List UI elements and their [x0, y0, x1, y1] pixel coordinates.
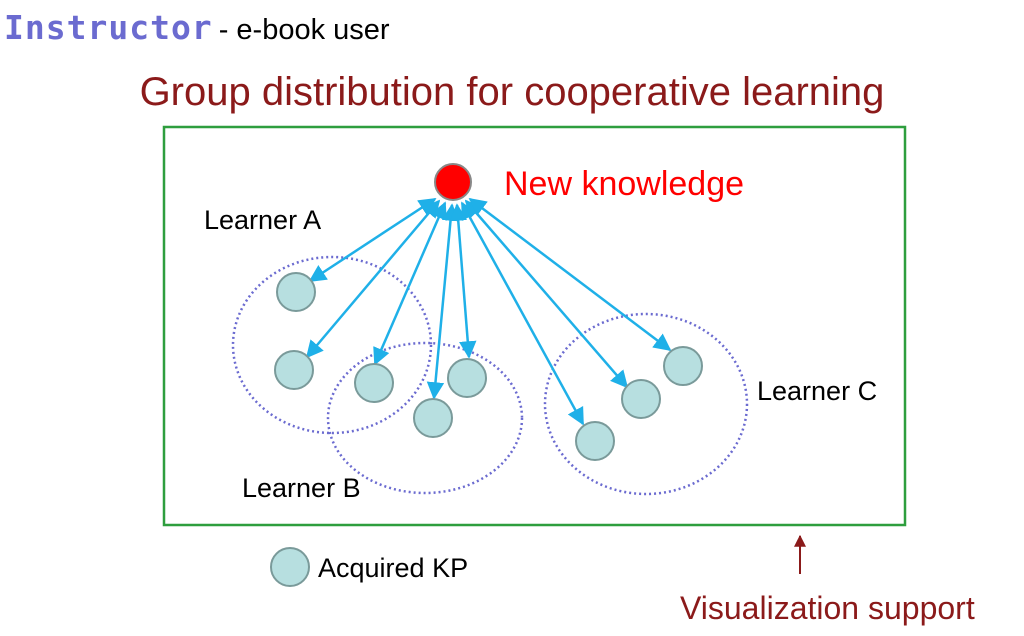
legend-kp-icon — [270, 547, 310, 587]
learner-c-label: Learner C — [757, 376, 877, 406]
group-a-outline — [231, 255, 433, 435]
kp-node-b1 — [354, 363, 394, 403]
arrow-c3 — [468, 197, 672, 352]
header: Instructor- e-book user — [4, 8, 390, 47]
role-description: - e-book user — [218, 14, 390, 46]
kp-node-a1 — [276, 272, 316, 312]
new-knowledge-label: New knowledge — [504, 165, 744, 203]
kp-nodes — [274, 272, 703, 461]
new-knowledge-node — [434, 163, 472, 201]
learner-a-label: Learner A — [204, 205, 321, 235]
legend-label: Acquired KP — [318, 553, 468, 583]
learner-b-label: Learner B — [242, 473, 361, 503]
knowledge-arrows — [305, 197, 672, 426]
arrow-b1 — [373, 201, 447, 366]
arrow-b3 — [449, 203, 477, 359]
kp-node-c1 — [621, 379, 661, 419]
group-c-outline — [543, 312, 749, 496]
kp-node-b2 — [447, 358, 487, 398]
kp-node-c2 — [663, 346, 703, 386]
visualization-frame — [162, 125, 907, 527]
visualization-label: Visualization support — [680, 590, 975, 626]
arrow-b2 — [426, 203, 460, 400]
arrow-a2 — [305, 199, 441, 359]
diagram-title: Group distribution for cooperative learn… — [139, 70, 885, 114]
kp-node-b3 — [413, 398, 453, 438]
kp-node-a2 — [274, 350, 314, 390]
role-label: Instructor — [4, 8, 213, 47]
kp-node-c3 — [575, 421, 615, 461]
